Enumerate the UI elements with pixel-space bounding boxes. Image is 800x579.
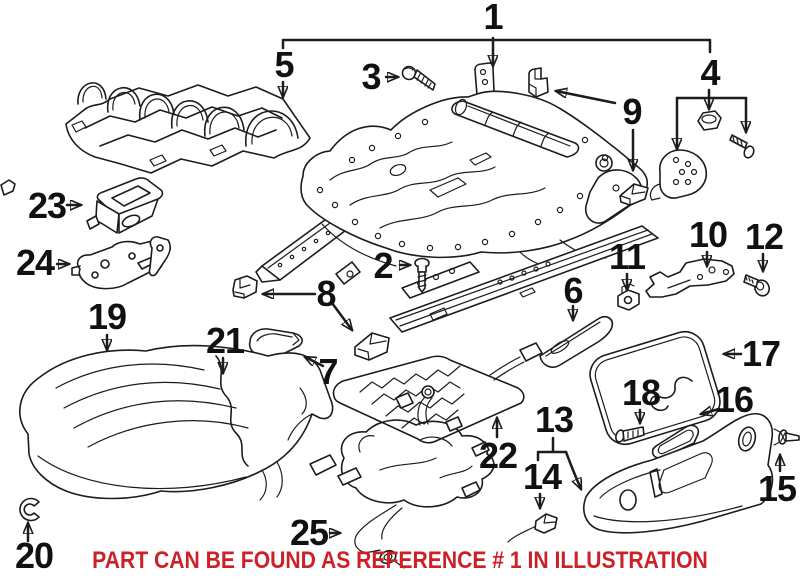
callout-label-2: 2 [373, 245, 393, 286]
callout-label-22: 22 [478, 435, 518, 476]
callout-arrow-7 [305, 355, 325, 368]
callout-label-19: 19 [87, 296, 127, 337]
part-5-spring-mat [65, 82, 311, 174]
part-19-seat-cushion [19, 344, 334, 501]
part-13-side-panel [583, 413, 774, 534]
part-8-mounting-clips [232, 275, 390, 361]
part-7-trim-cap [248, 328, 303, 358]
callout-label-23: 23 [27, 185, 67, 226]
part-11-square-clip [617, 283, 640, 311]
callout-label-4: 4 [700, 52, 720, 93]
callout-label-9: 9 [622, 91, 642, 132]
callout-label-15: 15 [757, 468, 797, 509]
part-1-seat-frame [148, 62, 659, 333]
caption: PART CAN BE FOUND AS REFERENCE # 1 IN IL… [92, 547, 708, 574]
part-6-side-trim [539, 316, 614, 368]
callout-arrow-9a [556, 91, 617, 105]
callout-leader-lines [28, 36, 780, 543]
part-14-panel-clip [507, 513, 558, 543]
part-10-support-bracket [645, 258, 735, 298]
callout-label-5: 5 [274, 44, 294, 85]
part-12-screw-washer [743, 274, 770, 297]
callout-arrow-13 [564, 450, 583, 489]
callout-label-24: 24 [15, 242, 55, 283]
part-4-recliner-hardware [649, 110, 755, 201]
callout-label-7: 7 [318, 351, 338, 392]
part-2-screw [414, 257, 430, 293]
part-3-bolt [401, 65, 436, 91]
part-16-handle-bezel [651, 424, 700, 459]
callout-label-11: 11 [608, 236, 646, 277]
callout-label-20: 20 [14, 535, 54, 576]
callout-label-3: 3 [361, 56, 381, 97]
part-21-seat-cover [215, 355, 249, 467]
callout-label-17: 17 [741, 333, 781, 374]
part-18-panel-screw [615, 426, 645, 443]
edge-fragment [0, 179, 16, 196]
part-17-trim-cable [589, 330, 721, 446]
callout-label-12: 12 [744, 216, 784, 257]
part-20-c-clip [19, 497, 40, 522]
callout-bracket-13 [536, 436, 568, 462]
callout-label-14: 14 [522, 456, 562, 497]
part-9-retainer-clips [528, 67, 649, 206]
callout-label-18: 18 [621, 372, 661, 413]
callout-label-1: 1 [483, 0, 503, 37]
part-23-control-module [86, 177, 164, 234]
callout-arrow-16 [701, 409, 721, 414]
part-25-wiring-harness [309, 385, 495, 569]
callout-label-21: 21 [205, 320, 245, 361]
callout-label-25: 25 [289, 512, 329, 553]
callout-label-10: 10 [688, 214, 728, 255]
part-15-push-pin [773, 428, 800, 446]
part-22-heater-pad [332, 342, 543, 444]
callout-label-6: 6 [563, 270, 583, 311]
callout-label-13: 13 [534, 399, 574, 440]
callout-bracket-1 [281, 38, 712, 54]
callout-label-16: 16 [714, 379, 754, 420]
callout-label-8: 8 [316, 273, 336, 314]
callout-arrow-8b [330, 301, 352, 330]
